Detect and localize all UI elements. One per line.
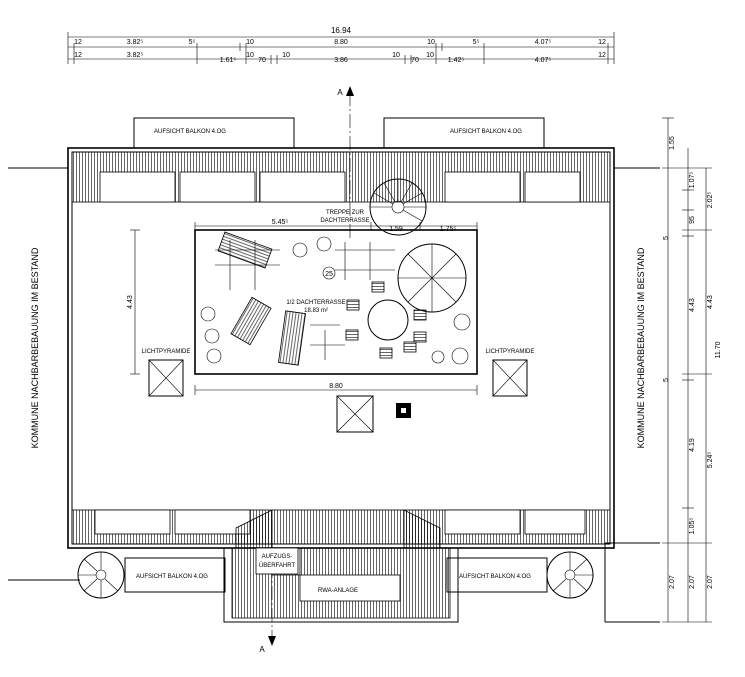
dim-r1-5: 10	[427, 39, 435, 46]
dim-right-middle-0: 2.02⁵	[707, 192, 714, 209]
top-dimensions: 16.94 12 3.82⁵ 5⁵ 10 8.80 10 5⁵ 4.07⁵ 12…	[67, 26, 615, 64]
dim-r2-10: 1.42⁵	[448, 57, 465, 64]
dim-r1-8: 12	[598, 39, 606, 46]
terrace-area: 18.83 m²	[304, 308, 328, 314]
balcony-bottom-right: AUFSICHT BALKON 4.OG	[446, 551, 594, 599]
section-label-top: A	[337, 88, 343, 97]
dim-r1-2: 5⁵	[189, 39, 196, 46]
pyramid-label-left: LICHTPYRAMIDE	[142, 349, 191, 355]
dim-right-inner-6: 1.05⁵	[689, 518, 696, 535]
dim-terrace-left: 5.45⁵	[272, 219, 289, 226]
plants	[200, 236, 471, 365]
dim-r2-4: 70	[258, 57, 266, 64]
lounger-2	[230, 296, 272, 346]
rwa-label: RWA-ANLAGE	[318, 588, 358, 594]
spiral-stair: TREPPE ZUR DACHTERRASSE	[320, 178, 427, 236]
roof-terrace: 5.45⁵ 1.59 1.75⁵	[194, 219, 478, 375]
dim-right-middle-3: 2.07	[707, 575, 714, 589]
dim-right-inner-3: 4.43	[689, 298, 696, 312]
light-pyramid-left: LICHTPYRAMIDE	[142, 349, 191, 397]
elevator-label-1: AUFZUGS-	[262, 554, 293, 560]
dim-right-outer-0: 1.55	[669, 136, 676, 150]
balcony-top-right: AUFSICHT BALKON 4.OG	[383, 117, 545, 149]
dim-r2-9: 10	[426, 52, 434, 59]
round-table	[345, 281, 427, 359]
dim-right-middle-2: 5.24⁵	[707, 452, 714, 469]
terrace-dims: 4.43 8.80	[127, 229, 478, 395]
dim-r2-1: 3.82⁵	[127, 52, 144, 59]
balcony-label-tl: AUFSICHT BALKON 4.OG	[154, 129, 226, 135]
stairs-label-1: TREPPE ZUR	[326, 210, 365, 216]
dim-right-inner-1: 95	[689, 216, 696, 224]
dim-overall: 16.94	[331, 26, 352, 35]
lounger-3	[278, 310, 306, 366]
dim-right-inner-5: 4.19	[689, 438, 696, 452]
lounger-1	[217, 231, 273, 269]
terrace-label: 1/2 DACHTERRASSE	[286, 300, 345, 306]
dim-right-outer-1: 11.70	[715, 341, 722, 358]
dim-opening: 8.80	[329, 383, 343, 390]
dim-r2-7: 10	[392, 52, 400, 59]
balcony-label-br: AUFSICHT BALKON 4.OG	[459, 574, 531, 580]
room-number: 25	[325, 271, 333, 278]
balcony-label-tr: AUFSICHT BALKON 4.OG	[450, 129, 522, 135]
dim-r2-8: 70	[411, 57, 419, 64]
dim-r1-0: 12	[74, 39, 82, 46]
dim-r1-4: 8.80	[334, 39, 348, 46]
dim-terrace-right: 1.75⁵	[440, 226, 457, 233]
dim-r2-5: 10	[282, 52, 290, 59]
dim-r1-1: 3.82⁵	[127, 39, 144, 46]
light-pyramid-center	[336, 395, 411, 433]
dim-right-outer-2: 2.07	[669, 575, 676, 589]
light-pyramid-right: LICHTPYRAMIDE	[486, 349, 535, 397]
section-label-bottom: A	[259, 645, 265, 654]
dim-r2-12: 12	[598, 52, 606, 59]
dim-right-middle-1: 4.43	[707, 295, 714, 309]
right-dimensions: 1.55 11.70 2.07 2.02⁵ 4.43 5.24⁵ 2.07 1.…	[662, 117, 722, 623]
neighbor-label-right: KOMMUNE NACHBARBEBAUUNG IM BESTAND	[636, 247, 646, 448]
stairs-label-2: DACHTERRASSE	[320, 218, 369, 224]
dim-r2-11: 4.07⁵	[535, 57, 552, 64]
dim-right-inner-7: 2.07	[689, 575, 696, 589]
pyramid-label-right: LICHTPYRAMIDE	[486, 349, 535, 355]
dim-r2-3: 10	[246, 52, 254, 59]
dim-r1-3: 10	[246, 39, 254, 46]
elevator-block: AUFZUGS- ÜBERFAHRT RWA-ANLAGE	[223, 509, 459, 623]
dim-terrace-depth: 4.43	[127, 295, 134, 309]
balcony-top-left: AUFSICHT BALKON 4.OG	[133, 117, 295, 149]
dim-r2-2: 1.61⁵	[220, 57, 237, 64]
balcony-label-bl: AUFSICHT BALKON 4.OG	[136, 574, 208, 580]
dim-r2-0: 12	[74, 52, 82, 59]
neighbor-label-left: KOMMUNE NACHBARBEBAUUNG IM BESTAND	[30, 247, 40, 448]
building	[67, 147, 615, 549]
dim-right-inner-0: 1.07⁵	[689, 172, 696, 189]
dim-r1-7: 4.07⁵	[535, 39, 552, 46]
dim-stair-width: 1.59	[389, 226, 403, 233]
balcony-bottom-left: AUFSICHT BALKON 4.OG	[77, 551, 226, 599]
umbrella	[397, 243, 467, 313]
elevator-label-2: ÜBERFAHRT	[259, 562, 296, 569]
dim-r1-6: 5⁵	[473, 39, 480, 46]
dim-right-inner-4: 5	[663, 378, 670, 382]
dim-right-inner-2: 5	[663, 236, 670, 240]
dim-r2-6: 3.86	[334, 57, 348, 64]
